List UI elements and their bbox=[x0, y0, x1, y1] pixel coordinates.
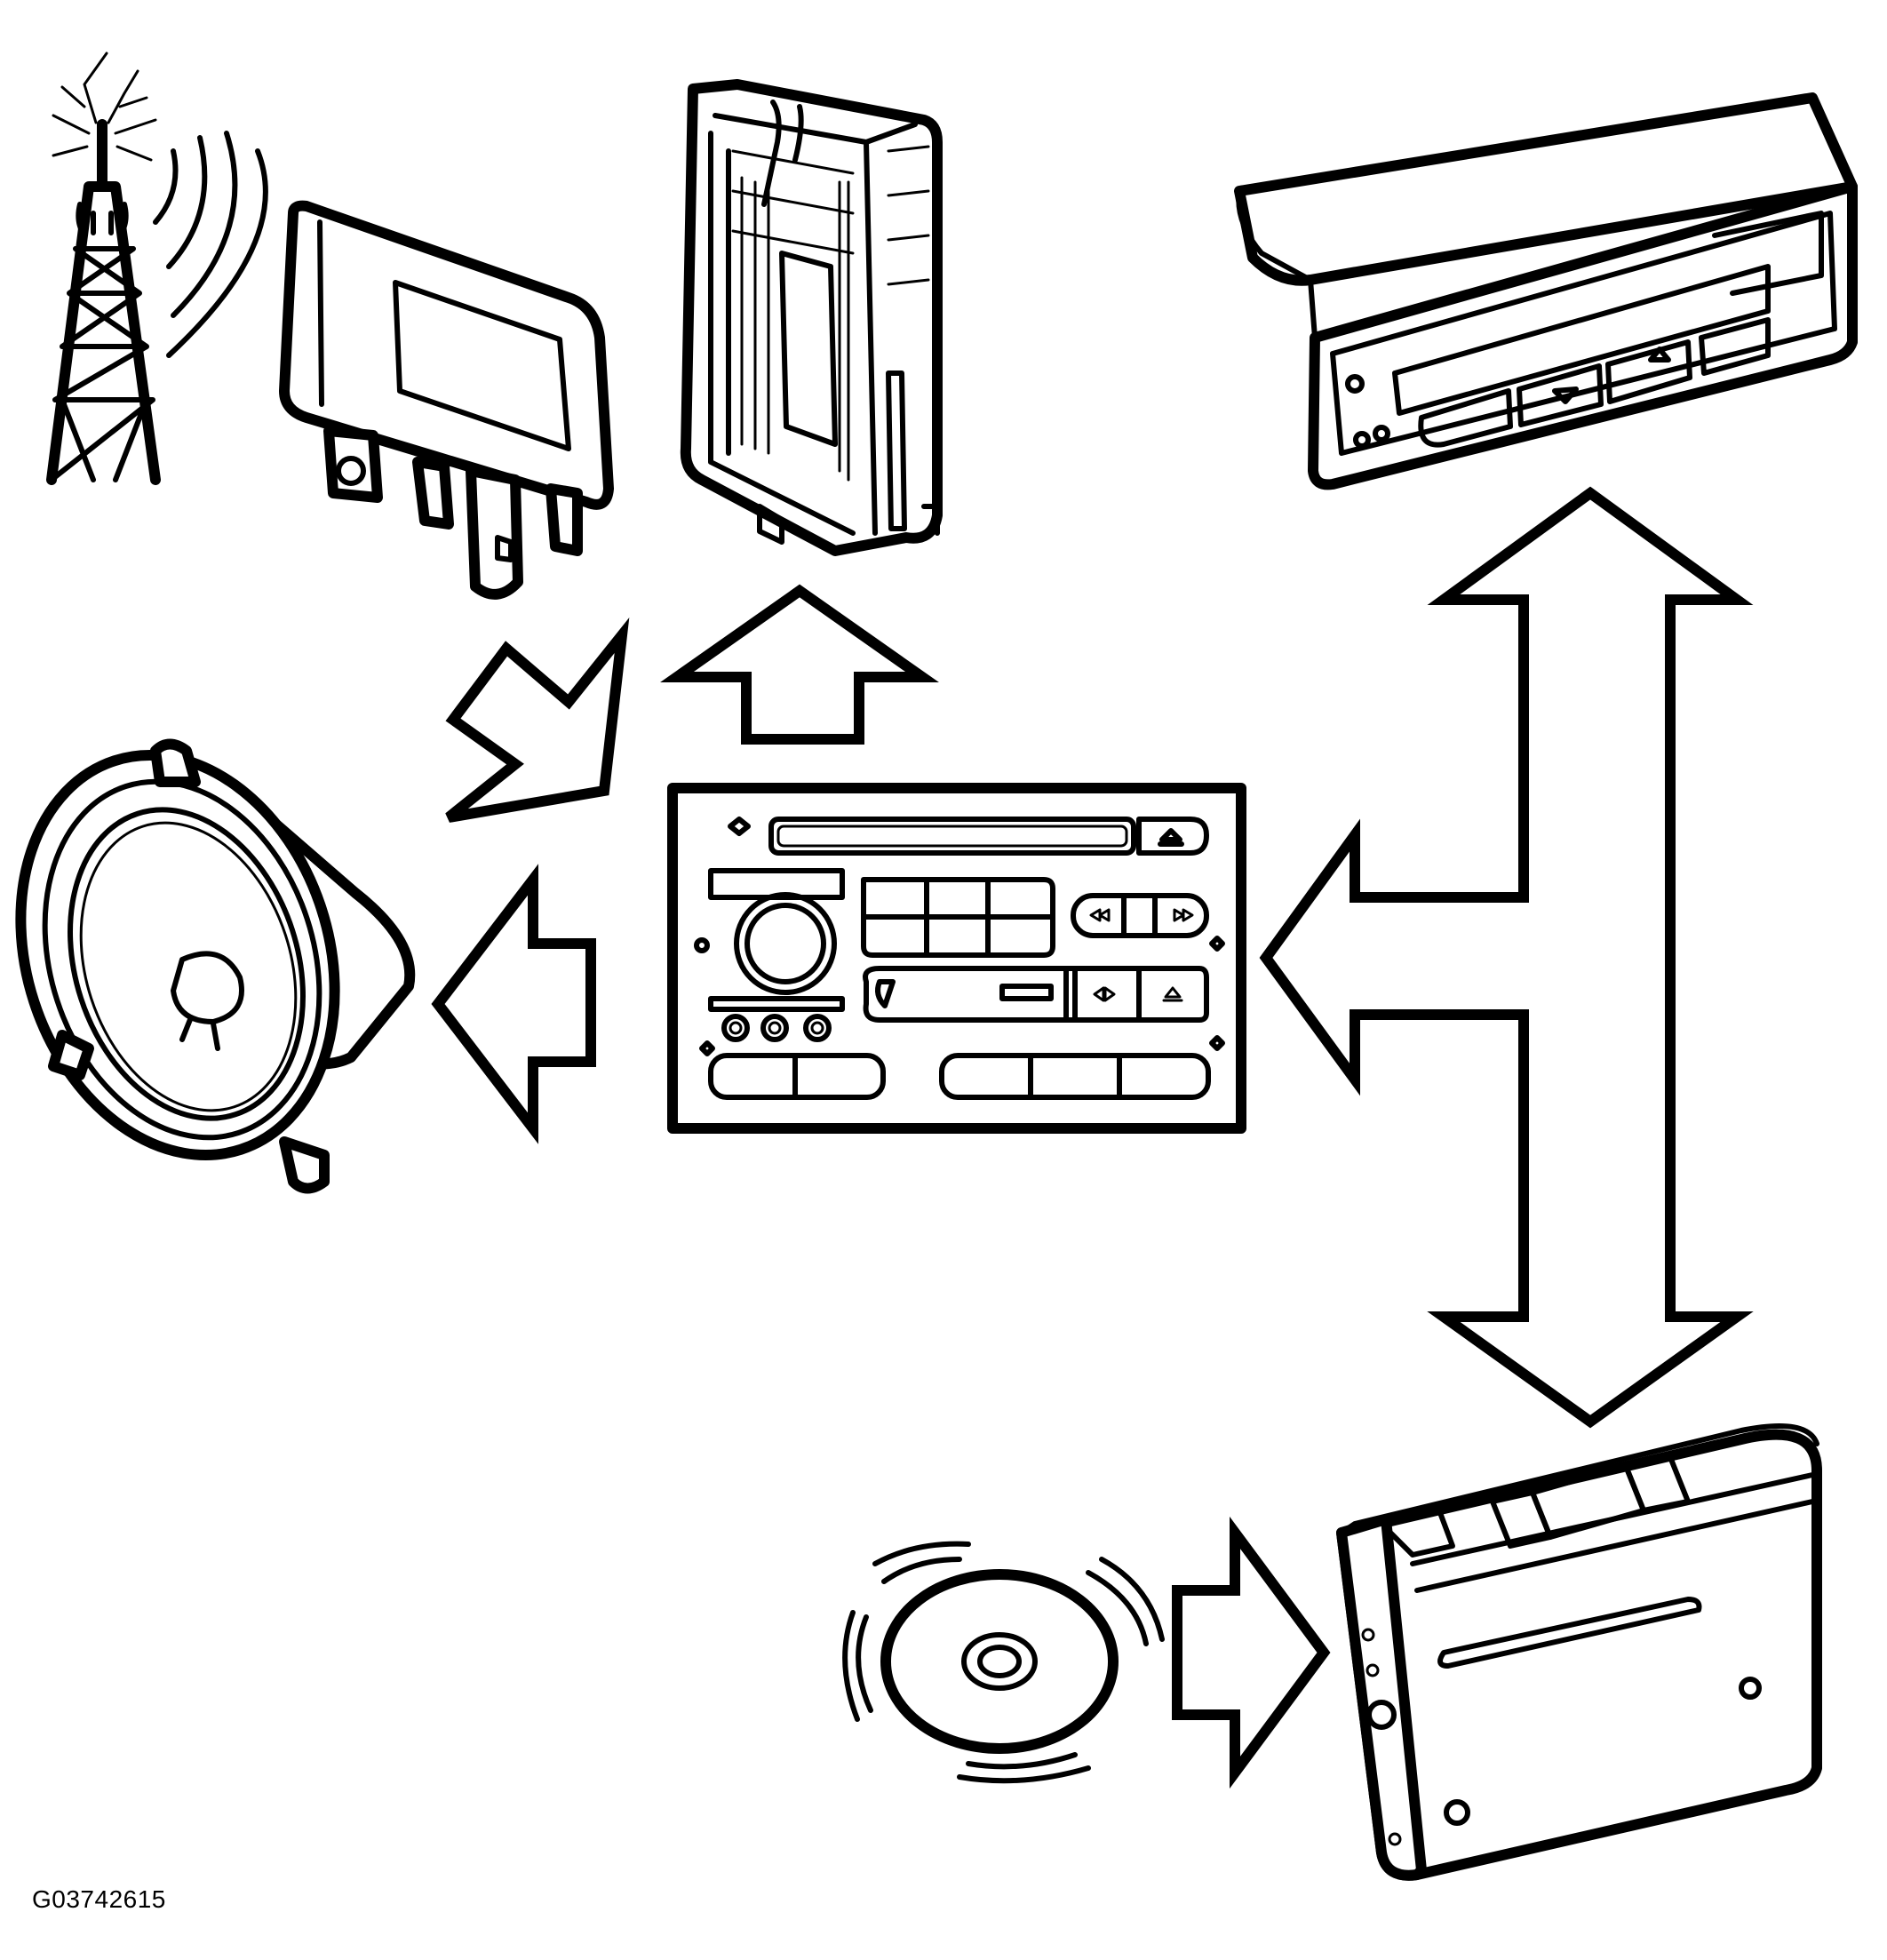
display-unit-icon bbox=[1234, 92, 1858, 490]
arrow-tuner-to-headunit bbox=[445, 617, 630, 823]
arrow-headunit-to-speaker bbox=[431, 864, 596, 1144]
cd-changer-icon bbox=[1336, 1423, 1822, 1881]
figure-id-label: G03742615 bbox=[32, 1885, 166, 1913]
antenna-tower-icon bbox=[46, 52, 268, 485]
arrow-headunit-to-amplifier bbox=[660, 584, 939, 745]
amplifier-icon bbox=[680, 79, 943, 556]
tuner-module-icon bbox=[279, 200, 614, 600]
speaker-icon bbox=[15, 738, 416, 1194]
arrow-disc-to-changer bbox=[1172, 1516, 1331, 1789]
arrow-display-headunit-changer bbox=[1259, 486, 1754, 1429]
head-unit-radio-icon bbox=[667, 783, 1246, 1134]
compact-disc-icon bbox=[842, 1541, 1165, 1784]
